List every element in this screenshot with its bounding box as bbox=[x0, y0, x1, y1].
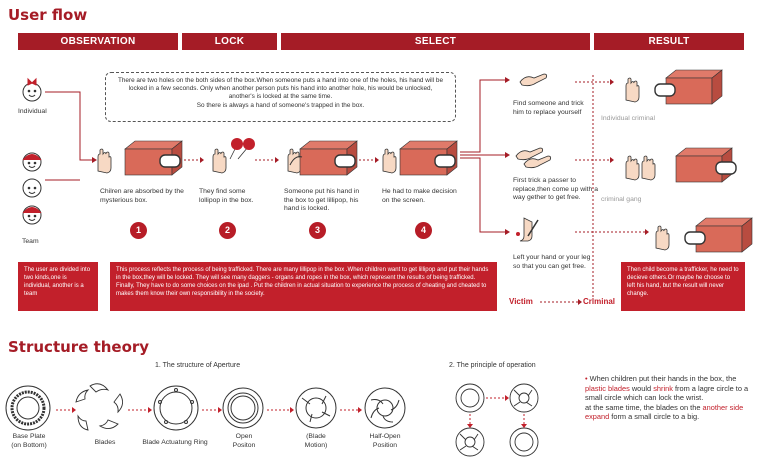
step-2-text: They find some lollipop in the box. bbox=[199, 188, 254, 204]
step-2-badge: 2 bbox=[219, 222, 236, 239]
explanation-text: form a small circle to a big. bbox=[609, 412, 700, 422]
aperture-diagram bbox=[5, 383, 539, 457]
team-face-icon-3 bbox=[22, 205, 42, 225]
label-open-position: Open Positon bbox=[232, 433, 256, 449]
choice-2-result: criminal gang bbox=[601, 196, 642, 203]
result-2 bbox=[625, 147, 737, 183]
choice-1-text: Find someone and trick him to replace yo… bbox=[513, 100, 584, 116]
hand-icon bbox=[382, 148, 397, 174]
info-box-users: The user are divided into two kinds,one … bbox=[18, 262, 98, 311]
choice-3-text: Left your hand or your leg so that you c… bbox=[513, 254, 591, 270]
lollipop-icon bbox=[229, 138, 255, 160]
operation-principle-icon bbox=[455, 383, 539, 457]
knife-hand-icon bbox=[516, 217, 539, 242]
open-position-icon bbox=[222, 387, 264, 429]
half-open-position-icon bbox=[364, 387, 406, 429]
label-base-plate: Base Plate (on Bottom) bbox=[11, 433, 47, 449]
aperture-title: 1. The structure of Aperture bbox=[155, 362, 241, 369]
info-box-process: This process reflects the process of bei… bbox=[110, 262, 497, 311]
screen-box-icon bbox=[399, 140, 458, 176]
structure-theory-title: Structure theory bbox=[8, 338, 150, 356]
actuating-ring-icon bbox=[153, 385, 199, 431]
principle-title: 2. The principle of operation bbox=[449, 362, 536, 369]
team-face-icon-1 bbox=[22, 152, 42, 172]
user-flow-title: User flow bbox=[8, 6, 88, 24]
label-actuating-ring: Blade Actuatung Ring bbox=[142, 439, 208, 446]
explanation-text: from a lagre circle to a small circle wh… bbox=[585, 383, 749, 403]
two-hands-icon bbox=[515, 147, 552, 169]
team-face-icon-2 bbox=[22, 178, 42, 198]
result-1 bbox=[625, 69, 723, 105]
explanation-text: would bbox=[629, 383, 654, 393]
mystery-box-icon bbox=[124, 140, 183, 176]
header-result: RESULT bbox=[594, 33, 744, 50]
label-blade-motion: (Blade Motion) bbox=[304, 433, 328, 449]
choice-1-result: Individual criminal bbox=[601, 115, 656, 122]
header-select: SELECT bbox=[281, 33, 590, 50]
actor-faces bbox=[22, 77, 42, 225]
label-half-open: Half-Open Position bbox=[369, 433, 401, 449]
step-4-badge: 4 bbox=[415, 222, 432, 239]
operation-explanation: • When children put their hands in the b… bbox=[585, 374, 750, 422]
result-3 bbox=[655, 217, 753, 253]
explanation-text: When children put their hands in the box… bbox=[589, 374, 737, 383]
label-blades: Blades bbox=[94, 439, 116, 446]
hand-icon bbox=[97, 148, 112, 174]
intro-description: There are two holes on the both sides of… bbox=[105, 72, 456, 122]
step-illustrations bbox=[97, 138, 458, 176]
result-illustrations bbox=[625, 69, 753, 253]
info-box-result: Then child become a trafficker, he need … bbox=[621, 262, 745, 311]
header-observation: OBSERVATION bbox=[18, 33, 178, 50]
choice-2-text: First trick a passer to replace,then com… bbox=[513, 177, 599, 202]
hand-icon bbox=[287, 148, 302, 174]
label-criminal: Criminal bbox=[583, 297, 616, 306]
step-3-badge: 3 bbox=[309, 222, 326, 239]
step-1-text: Chilren are absorbed by the mysterious b… bbox=[100, 188, 184, 204]
blades-icon bbox=[75, 383, 123, 431]
individual-face-icon bbox=[22, 77, 42, 102]
highlight-another-side-expand: another side expand bbox=[585, 402, 744, 422]
blade-motion-icon bbox=[295, 387, 337, 429]
flow-connectors bbox=[45, 75, 649, 305]
highlight-shrink: shrink bbox=[653, 383, 673, 393]
step-1-badge: 1 bbox=[130, 222, 147, 239]
label-victim: Victim bbox=[509, 297, 533, 306]
bullet-icon: • bbox=[585, 374, 588, 383]
highlight-plastic-blades: plastic blades bbox=[585, 383, 630, 393]
base-plate-icon bbox=[5, 385, 51, 431]
step-4-text: He had to make decision on the screen. bbox=[382, 188, 457, 204]
hand-icon bbox=[212, 148, 227, 174]
choice-illustrations bbox=[515, 73, 552, 242]
locked-box-icon bbox=[289, 140, 358, 176]
explanation-text: at the same time, the blades on the bbox=[585, 402, 703, 412]
header-lock: LOCK bbox=[182, 33, 277, 50]
step-3-text: Someone put his hand in the box to get l… bbox=[284, 188, 360, 213]
offering-hand-icon bbox=[519, 73, 548, 87]
label-team: Team bbox=[22, 238, 39, 245]
label-individual: Individual bbox=[18, 108, 47, 115]
